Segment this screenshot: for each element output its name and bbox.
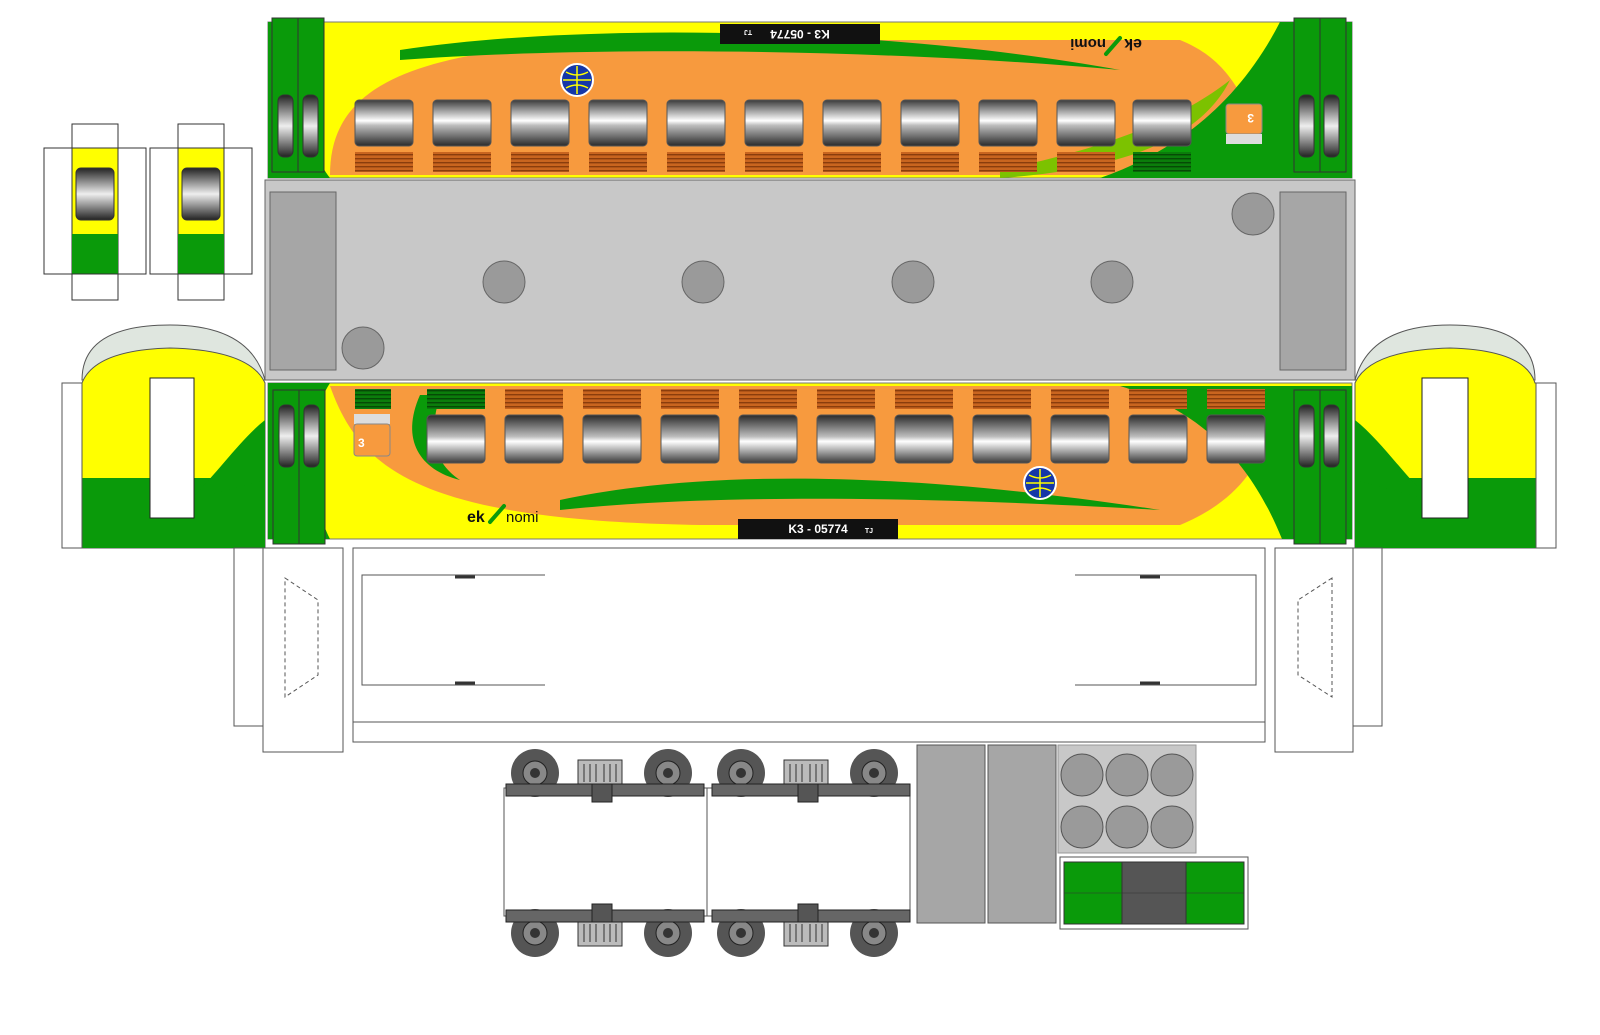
lower-brand-prefix: ek xyxy=(467,509,485,526)
lower-brand-leaf-icon xyxy=(488,504,506,524)
vent-cap-sheet xyxy=(1057,744,1197,854)
lower-class-mark: 3 xyxy=(358,436,365,450)
front-window-piece-2 xyxy=(149,123,253,301)
upper-brand-prefix: ek xyxy=(1124,35,1142,52)
roof-vent xyxy=(891,260,935,304)
roof-panel xyxy=(264,179,1356,381)
roof-vent xyxy=(341,326,385,370)
roof-vent xyxy=(482,260,526,304)
roof-vent xyxy=(1090,260,1134,304)
upper-globe-emblem-icon xyxy=(560,63,594,97)
coupler-box xyxy=(1059,856,1249,930)
lower-brand-suffix: nomi xyxy=(506,509,539,526)
upper-brand-leaf-icon xyxy=(1104,36,1122,56)
left-end-cap xyxy=(61,324,266,549)
upper-window-row xyxy=(354,99,1192,173)
underfloor-boxes xyxy=(916,744,1057,924)
upper-left-door xyxy=(271,17,325,173)
upper-side-panel: K3 - 05774 TJ ek nomi 3 xyxy=(267,17,1353,179)
roof-vent xyxy=(1231,192,1275,236)
lower-globe-emblem-icon xyxy=(1023,466,1057,500)
lower-number-tag: TJ xyxy=(865,528,873,535)
lower-side-panel: K3 - 05774 TJ ek nomi 3 xyxy=(267,382,1353,545)
lower-left-door xyxy=(272,389,326,545)
floor-panel xyxy=(352,547,1266,743)
left-end-floor-tab xyxy=(233,547,344,753)
front-window-piece-1 xyxy=(43,123,147,301)
lower-right-door xyxy=(1293,389,1347,545)
lower-number-plate: K3 - 05774 xyxy=(788,522,848,536)
upper-number-tag: TJ xyxy=(744,28,752,35)
upper-class-mark: 3 xyxy=(1247,111,1254,125)
upper-number-plate: K3 - 05774 xyxy=(770,27,830,41)
right-end-cap xyxy=(1354,324,1557,549)
upper-brand-suffix: nomi xyxy=(1070,35,1106,52)
upper-right-door xyxy=(1293,17,1347,173)
right-end-floor-tab xyxy=(1274,547,1383,753)
roof-vent xyxy=(681,260,725,304)
bogie-assembly xyxy=(503,748,911,958)
lower-window-row xyxy=(355,388,1266,464)
